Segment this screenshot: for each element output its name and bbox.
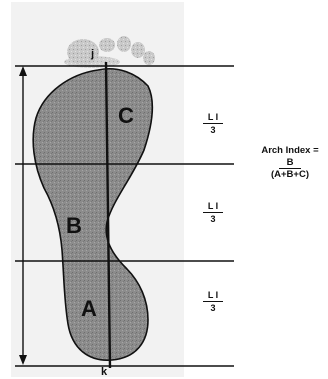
fraction-upper: L I 3 (203, 111, 223, 136)
fraction-lower-denominator: 3 (210, 303, 216, 313)
fraction-middle-denominator: 3 (210, 214, 216, 224)
region-c-label: C (118, 103, 134, 128)
formula-denominator: (A+B+C) (270, 169, 309, 180)
point-k-label: k (101, 366, 108, 378)
region-b-label: B (66, 213, 82, 238)
fraction-middle-numerator: L I (203, 200, 223, 213)
footprint-shape (32, 68, 154, 361)
toe-print-4 (131, 42, 145, 58)
toe-prints (64, 36, 155, 68)
arch-index-formula: Arch Index = B (A+B+C) (252, 144, 328, 181)
fraction-middle: L I 3 (203, 200, 223, 225)
formula-title: Arch Index = (261, 145, 319, 156)
fraction-lower-numerator: L I (203, 289, 223, 302)
point-j-label: j (91, 48, 95, 60)
toe-print-3 (117, 36, 131, 52)
formula-numerator: B (278, 157, 302, 169)
foot-axis-line (104, 61, 112, 369)
foot-length-arrow (19, 66, 27, 365)
toe-print-5 (143, 51, 155, 65)
fraction-lower: L I 3 (203, 289, 223, 314)
toe-print-2 (99, 38, 115, 52)
fraction-upper-numerator: L I (203, 111, 223, 124)
region-a-label: A (81, 296, 97, 321)
fraction-upper-denominator: 3 (210, 125, 216, 135)
